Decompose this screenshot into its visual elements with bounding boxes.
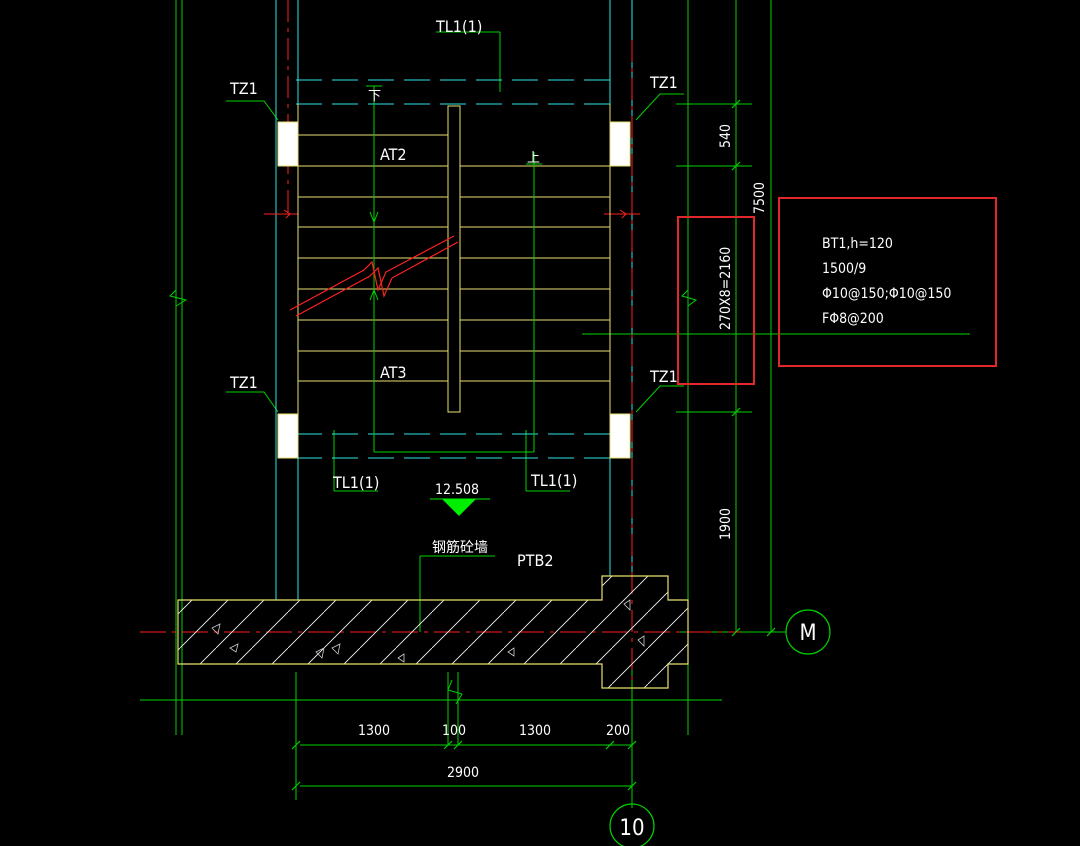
- label-tl1-bottom-right: TL1(1): [530, 471, 577, 490]
- dim-1900: 1900: [718, 508, 734, 540]
- label-at2: AT2: [380, 145, 407, 164]
- dim-100: 100: [442, 723, 466, 739]
- dim-1300-right: 1300: [519, 723, 551, 739]
- elevation-marker-icon: [442, 499, 476, 516]
- columns-tz1: [277, 121, 631, 459]
- dim-1300-left: 1300: [358, 723, 390, 739]
- label-tl1-top: TL1(1): [435, 17, 482, 36]
- label-elevation: 12.508: [435, 482, 479, 498]
- dimension-ticks: [291, 99, 776, 791]
- label-tl1-bottom-left: TL1(1): [332, 473, 379, 492]
- slab-note-line4: FΦ8@200: [822, 311, 884, 327]
- dim-2900: 2900: [447, 765, 479, 781]
- stair-treads: [297, 104, 611, 414]
- highlight-box-dimension[interactable]: [677, 216, 755, 385]
- label-tz1-bottom-right: TZ1: [649, 367, 678, 386]
- dim-200: 200: [606, 723, 630, 739]
- label-at3: AT3: [380, 363, 407, 382]
- axis-bubble-m[interactable]: [785, 609, 831, 655]
- label-down: 下: [368, 89, 381, 104]
- dim-stair-run: 270X8=2160: [718, 247, 734, 330]
- slab-note-line1: BT1,h=120: [822, 236, 893, 252]
- slab-note-line2: 1500/9: [822, 261, 866, 277]
- label-wall-note: 钢筋砼墙: [432, 539, 488, 556]
- label-tz1-top-right: TZ1: [649, 73, 678, 92]
- concrete-wall-section: [177, 575, 689, 689]
- grid-lines: [140, 0, 970, 808]
- slab-note-line3: Φ10@150;Φ10@150: [822, 286, 951, 302]
- axis-label-m: M: [799, 621, 816, 646]
- label-tz1-top-left: TZ1: [229, 79, 258, 98]
- label-tz1-bottom-left: TZ1: [229, 373, 258, 392]
- dim-7500: 7500: [752, 182, 768, 214]
- highlight-box-slab-note[interactable]: [778, 197, 997, 367]
- dim-540: 540: [718, 124, 734, 148]
- stair-walk-lines: [366, 85, 542, 453]
- break-line: [289, 235, 459, 317]
- axis-label-10: 10: [619, 816, 644, 841]
- axis-bubble-10[interactable]: [609, 803, 655, 846]
- label-ptb2: PTB2: [517, 551, 554, 570]
- label-up: 上: [527, 151, 540, 166]
